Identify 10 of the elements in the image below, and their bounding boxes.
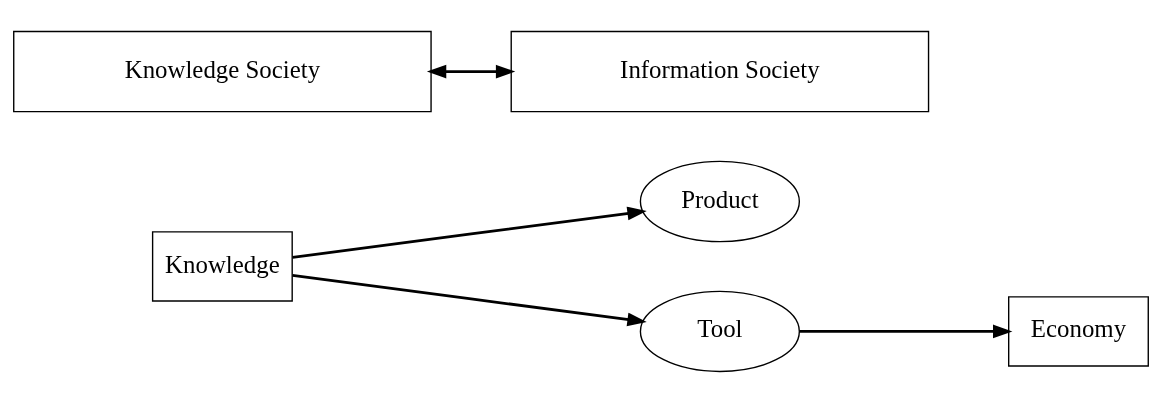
node-box: Economy [1008,296,1149,367]
arrow [799,324,1013,339]
node-ellipse: Tool [639,290,801,373]
node-box: Information Society [510,30,930,113]
arrow [292,206,647,259]
node-box: Knowledge [151,231,293,302]
arrow [292,274,647,327]
node-box: Knowledge Society [13,30,432,113]
node-ellipse: Product [639,160,801,243]
arrow [426,64,516,79]
